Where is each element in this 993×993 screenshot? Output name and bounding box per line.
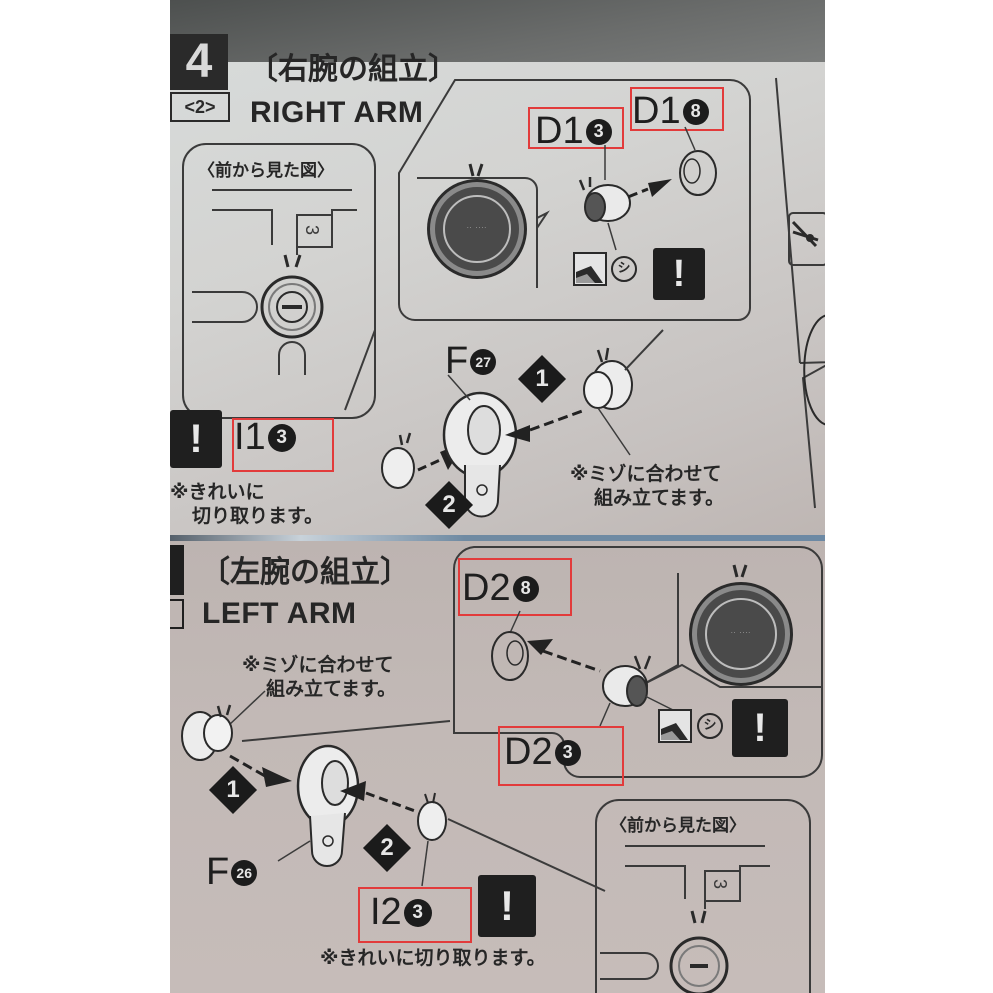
front-view-diagram: 3 — [192, 189, 357, 375]
part-label-d18: D1 8 — [632, 90, 709, 133]
part-label-d28: D2 8 — [462, 567, 539, 610]
background-shadow — [170, 0, 825, 62]
step-number-badge: 4 — [170, 34, 228, 90]
front-view-label: 〈前から見た図〉 — [610, 816, 746, 836]
step-badge-partial — [170, 545, 184, 595]
step-1-marker: 1 — [208, 765, 258, 815]
left-arm-assembly-diagram — [181, 690, 606, 892]
note-cut-cleanly: ※きれいに 切り取ります。 — [170, 481, 324, 527]
sticker-seal-icon: ·· ···· — [692, 585, 790, 683]
title-japanese: 〔左腕の組立〕 — [200, 555, 410, 590]
partial-part-edge — [803, 314, 825, 426]
svg-text:3: 3 — [710, 879, 730, 889]
sticker-mark-icon: シ — [697, 713, 723, 739]
front-view-panel — [595, 799, 811, 993]
photo-divider — [170, 535, 825, 543]
d28-d23-assembly-diagram — [491, 610, 686, 727]
annotation-box-i23 — [358, 887, 472, 943]
front-view-diagram: 3 — [600, 845, 770, 993]
decal-sticker-icon — [573, 252, 607, 286]
title-japanese: 〔右腕の組立〕 — [248, 52, 458, 87]
emphasis-ticks-icon — [468, 163, 484, 177]
part-label-i23: I2 3 — [370, 891, 432, 934]
part-label-d23: D2 3 — [504, 731, 581, 774]
nipper-tool-icon — [788, 212, 825, 266]
warning-icon: ! — [653, 248, 705, 300]
part-label-d13: D1 3 — [535, 110, 612, 153]
sticker-mark-icon: シ — [611, 256, 637, 282]
adjacent-step-outline — [775, 77, 825, 509]
right-arm-assembly-diagram — [344, 329, 664, 518]
decal-sticker-icon — [658, 709, 692, 743]
annotation-box-d23 — [498, 726, 624, 786]
front-view-callout-tail — [330, 320, 550, 460]
photo-right-arm: 4 <2> 〔右腕の組立〕 RIGHT ARM 〈前から見た図〉 3 ·· ··… — [170, 0, 825, 537]
annotation-box-d18 — [630, 87, 724, 131]
sub-step-badge: <2> — [170, 92, 230, 122]
title-english: LEFT ARM — [202, 597, 357, 630]
note-align-groove: ※ミゾに合わせて 組み立てます。 — [570, 463, 725, 509]
note-cut-cleanly: ※きれいに切り取ります。 — [320, 947, 546, 969]
front-view-label: 〈前から見た図〉 — [198, 161, 334, 181]
step-1-marker: 1 — [517, 354, 567, 404]
detail-callout-outline — [452, 546, 823, 778]
step-2-marker: 2 — [424, 480, 474, 530]
part-label-i13: I1 3 — [234, 416, 296, 459]
part-label-f26: F 26 — [206, 851, 258, 894]
sub-step-badge-partial — [170, 599, 184, 629]
note-align-groove: ※ミゾに合わせて 組み立てます。 — [242, 654, 397, 700]
warning-icon-i13: ! — [170, 410, 222, 468]
annotation-box-d13 — [528, 107, 624, 149]
annotation-box-d28 — [458, 558, 572, 616]
annotation-box-i13 — [232, 418, 334, 472]
step-2-marker: 2 — [362, 823, 412, 873]
detail-callout-outline — [398, 79, 751, 321]
warning-icon: ! — [732, 699, 788, 757]
warning-icon-i23: ! — [478, 875, 536, 937]
part-label-f27: F 27 — [445, 340, 497, 383]
sticker-seal-icon: ·· ···· — [430, 182, 524, 276]
title-english: RIGHT ARM — [250, 96, 424, 129]
d13-d18-assembly-diagram — [578, 126, 717, 251]
photo-left-arm: 〔左腕の組立〕 LEFT ARM ·· ···· D2 8 D2 3 — [170, 541, 825, 993]
svg-text:3: 3 — [302, 225, 322, 235]
emphasis-ticks-icon — [732, 564, 748, 578]
